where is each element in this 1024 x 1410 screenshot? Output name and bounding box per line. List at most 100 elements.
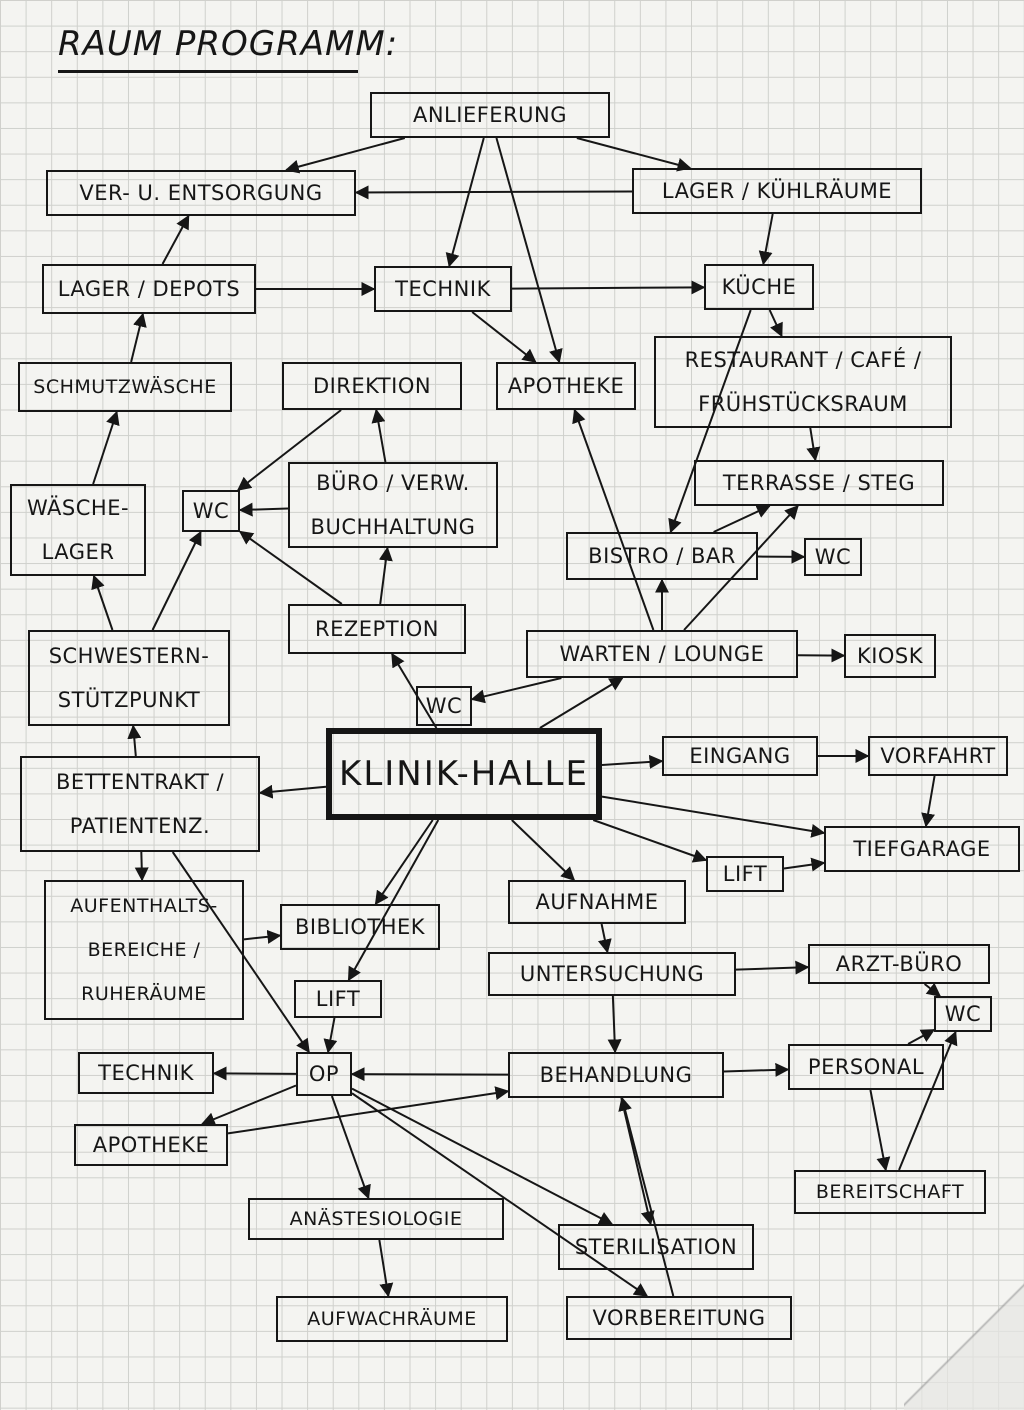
connector-klinik_halle-to-bibliothek [374, 819, 434, 906]
node-aufwachraeume: AUFWACHRÄUME [276, 1296, 508, 1342]
connector-rezeption-to-buero [378, 546, 393, 605]
connector-op-to-anaestesiologie [330, 1095, 371, 1200]
node-kueche: KÜCHE [704, 264, 814, 310]
connector-untersuchung-to-behandlung [607, 995, 622, 1054]
node-eingang: EINGANG [662, 736, 818, 776]
node-kiosk: KIOSK [844, 634, 936, 678]
connector-op-to-sterilisation [351, 1087, 614, 1225]
connector-vorbereitung-to-behandlung [618, 1096, 675, 1297]
connector-op-to-apotheke_bottom [200, 1084, 297, 1126]
page-title: RAUM PROGRAMM: [58, 20, 397, 73]
connector-klinik_halle-to-lift_right [592, 819, 708, 863]
connector-apotheke_bottom-to-behandlung [227, 1086, 510, 1135]
connector-kueche-to-restaurant [768, 309, 783, 338]
node-klinik-halle: KLINIK-HALLE [326, 728, 602, 820]
node-personal: PERSONAL [788, 1044, 944, 1090]
node-aufnahme: AUFNAHME [508, 880, 686, 924]
connector-arzt_buero-to-wc_right [923, 982, 942, 997]
node-buero: BÜRO / VERW. BUCHHALTUNG [288, 462, 498, 548]
connector-restaurant-to-terrasse [806, 427, 821, 462]
connector-technik_top-to-kueche [511, 280, 706, 295]
node-wc-center: WC [416, 686, 472, 726]
connector-klinik_halle-to-bettentrakt [258, 784, 327, 799]
node-op: OP [296, 1052, 352, 1096]
connector-bettentrakt-to-schwestern [127, 724, 142, 757]
connector-waeschelager-to-schmutzwaesche [92, 410, 120, 485]
connector-anlieferung-to-apotheke_top [495, 137, 563, 364]
connector-anlieferung-to-lager_kuehl [576, 137, 692, 172]
node-untersuchung: UNTERSUCHUNG [488, 952, 736, 996]
node-anaestesiologie: ANÄSTESIOLOGIE [248, 1198, 504, 1240]
node-lift-right: LIFT [706, 856, 784, 892]
node-technik-bottom: TECHNIK [78, 1052, 214, 1094]
connector-klinik_halle-to-warten [539, 677, 624, 729]
node-apotheke-bottom: APOTHEKE [74, 1124, 228, 1166]
node-terrasse: TERRASSE / STEG [694, 460, 944, 506]
connector-behandlung-to-sterilisation [620, 1097, 655, 1226]
node-waeschelager: WÄSCHE- LAGER [10, 484, 146, 576]
connector-bistro-to-terrasse [713, 504, 771, 533]
connector-rezeption-to-wc_left [238, 530, 343, 605]
connector-op-to-vorbereitung [351, 1092, 649, 1297]
connector-personal-to-bereitschaft [869, 1089, 891, 1172]
connector-bettentrakt-to-aufenthalt [134, 851, 149, 882]
connector-bereitschaft-to-wc_right [898, 1030, 958, 1171]
paper-fold-shadow [904, 1280, 1024, 1410]
node-rezeption: REZEPTION [288, 604, 466, 654]
connector-behandlung-to-personal [723, 1062, 790, 1077]
node-wc-right: WC [934, 996, 992, 1032]
node-behandlung: BEHANDLUNG [508, 1052, 724, 1098]
connector-technik_top-to-apotheke_top [471, 311, 537, 363]
node-ver-entsorgung: VER- U. ENTSORGUNG [46, 170, 356, 216]
connector-klinik_halle-to-rezeption [391, 652, 438, 729]
connector-lager_kuehl-to-ver_entsorgung [354, 185, 633, 200]
node-lift-left: LIFT [294, 980, 382, 1018]
node-warten: WARTEN / LOUNGE [526, 630, 798, 678]
connector-bettentrakt-to-op [171, 851, 310, 1054]
connector-buero-to-wc_left [238, 502, 289, 517]
node-schwestern: SCHWESTERN- STÜTZPUNKT [28, 630, 230, 726]
connector-schmutzwaesche-to-lager_depots [130, 312, 147, 363]
node-bibliothek: BIBLIOTHEK [280, 904, 440, 950]
connector-personal-to-wc_right [907, 1028, 936, 1045]
node-restaurant: RESTAURANT / CAFÉ / FRÜHSTÜCKSRAUM [654, 336, 952, 428]
connector-buero-to-direktion [371, 408, 387, 463]
node-bistro: BISTRO / BAR [566, 532, 758, 580]
node-technik-top: TECHNIK [374, 266, 512, 312]
node-bereitschaft: BEREITSCHAFT [794, 1170, 986, 1214]
node-direktion: DIREKTION [282, 362, 462, 410]
node-lager-depots: LAGER / DEPOTS [42, 264, 256, 314]
connector-warten-to-terrasse [683, 504, 799, 631]
connector-behandlung-to-op [350, 1067, 509, 1082]
node-wc-bistro: WC [804, 538, 862, 576]
node-anlieferung: ANLIEFERUNG [370, 92, 610, 138]
connector-lift_right-to-tiefgarage [783, 857, 826, 872]
connector-klinik_halle-to-aufnahme [511, 819, 576, 881]
node-sterilisation: STERILISATION [558, 1224, 754, 1270]
node-vorfahrt: VORFAHRT [868, 736, 1008, 776]
connector-lager_depots-to-ver_entsorgung [161, 214, 190, 265]
connector-anlieferung-to-ver_entsorgung [284, 137, 406, 174]
connector-anaestesiologie-to-aufwachraeume [378, 1239, 394, 1298]
connector-warten-to-apotheke_top [572, 408, 655, 631]
connector-anlieferung-to-technik_top [445, 137, 485, 268]
node-bettentrakt: BETTENTRAKT / PATIENTENZ. [20, 756, 260, 852]
node-aufenthalt: AUFENTHALTS- BEREICHE / RUHERÄUME [44, 880, 244, 1020]
connector-aufenthalt-to-bibliothek [243, 929, 282, 944]
connector-aufnahme-to-untersuchung [597, 923, 612, 954]
connector-klinik_halle-to-eingang [601, 754, 664, 769]
connector-klinik_halle-to-tiefgarage [601, 795, 826, 838]
connector-direktion-to-wc_left [236, 409, 342, 491]
node-arzt-buero: ARZT-BÜRO [808, 944, 990, 984]
node-lager-kuehlraeume: LAGER / KÜHLRÄUME [632, 168, 922, 214]
connector-schwestern-to-wc_left [151, 530, 202, 631]
node-wc-left: WC [182, 490, 240, 532]
connector-untersuchung-to-arzt_buero [735, 960, 810, 975]
connector-vorfahrt-to-tiefgarage [921, 775, 936, 828]
connector-schwestern-to-waeschelager [91, 574, 114, 631]
connector-lager_kuehl-to-kueche [758, 213, 774, 266]
connector-kueche-to-bistro [668, 309, 752, 534]
node-schmutzwaesche: SCHMUTZWÄSCHE [18, 362, 232, 412]
node-vorbereitung: VORBEREITUNG [566, 1296, 792, 1340]
